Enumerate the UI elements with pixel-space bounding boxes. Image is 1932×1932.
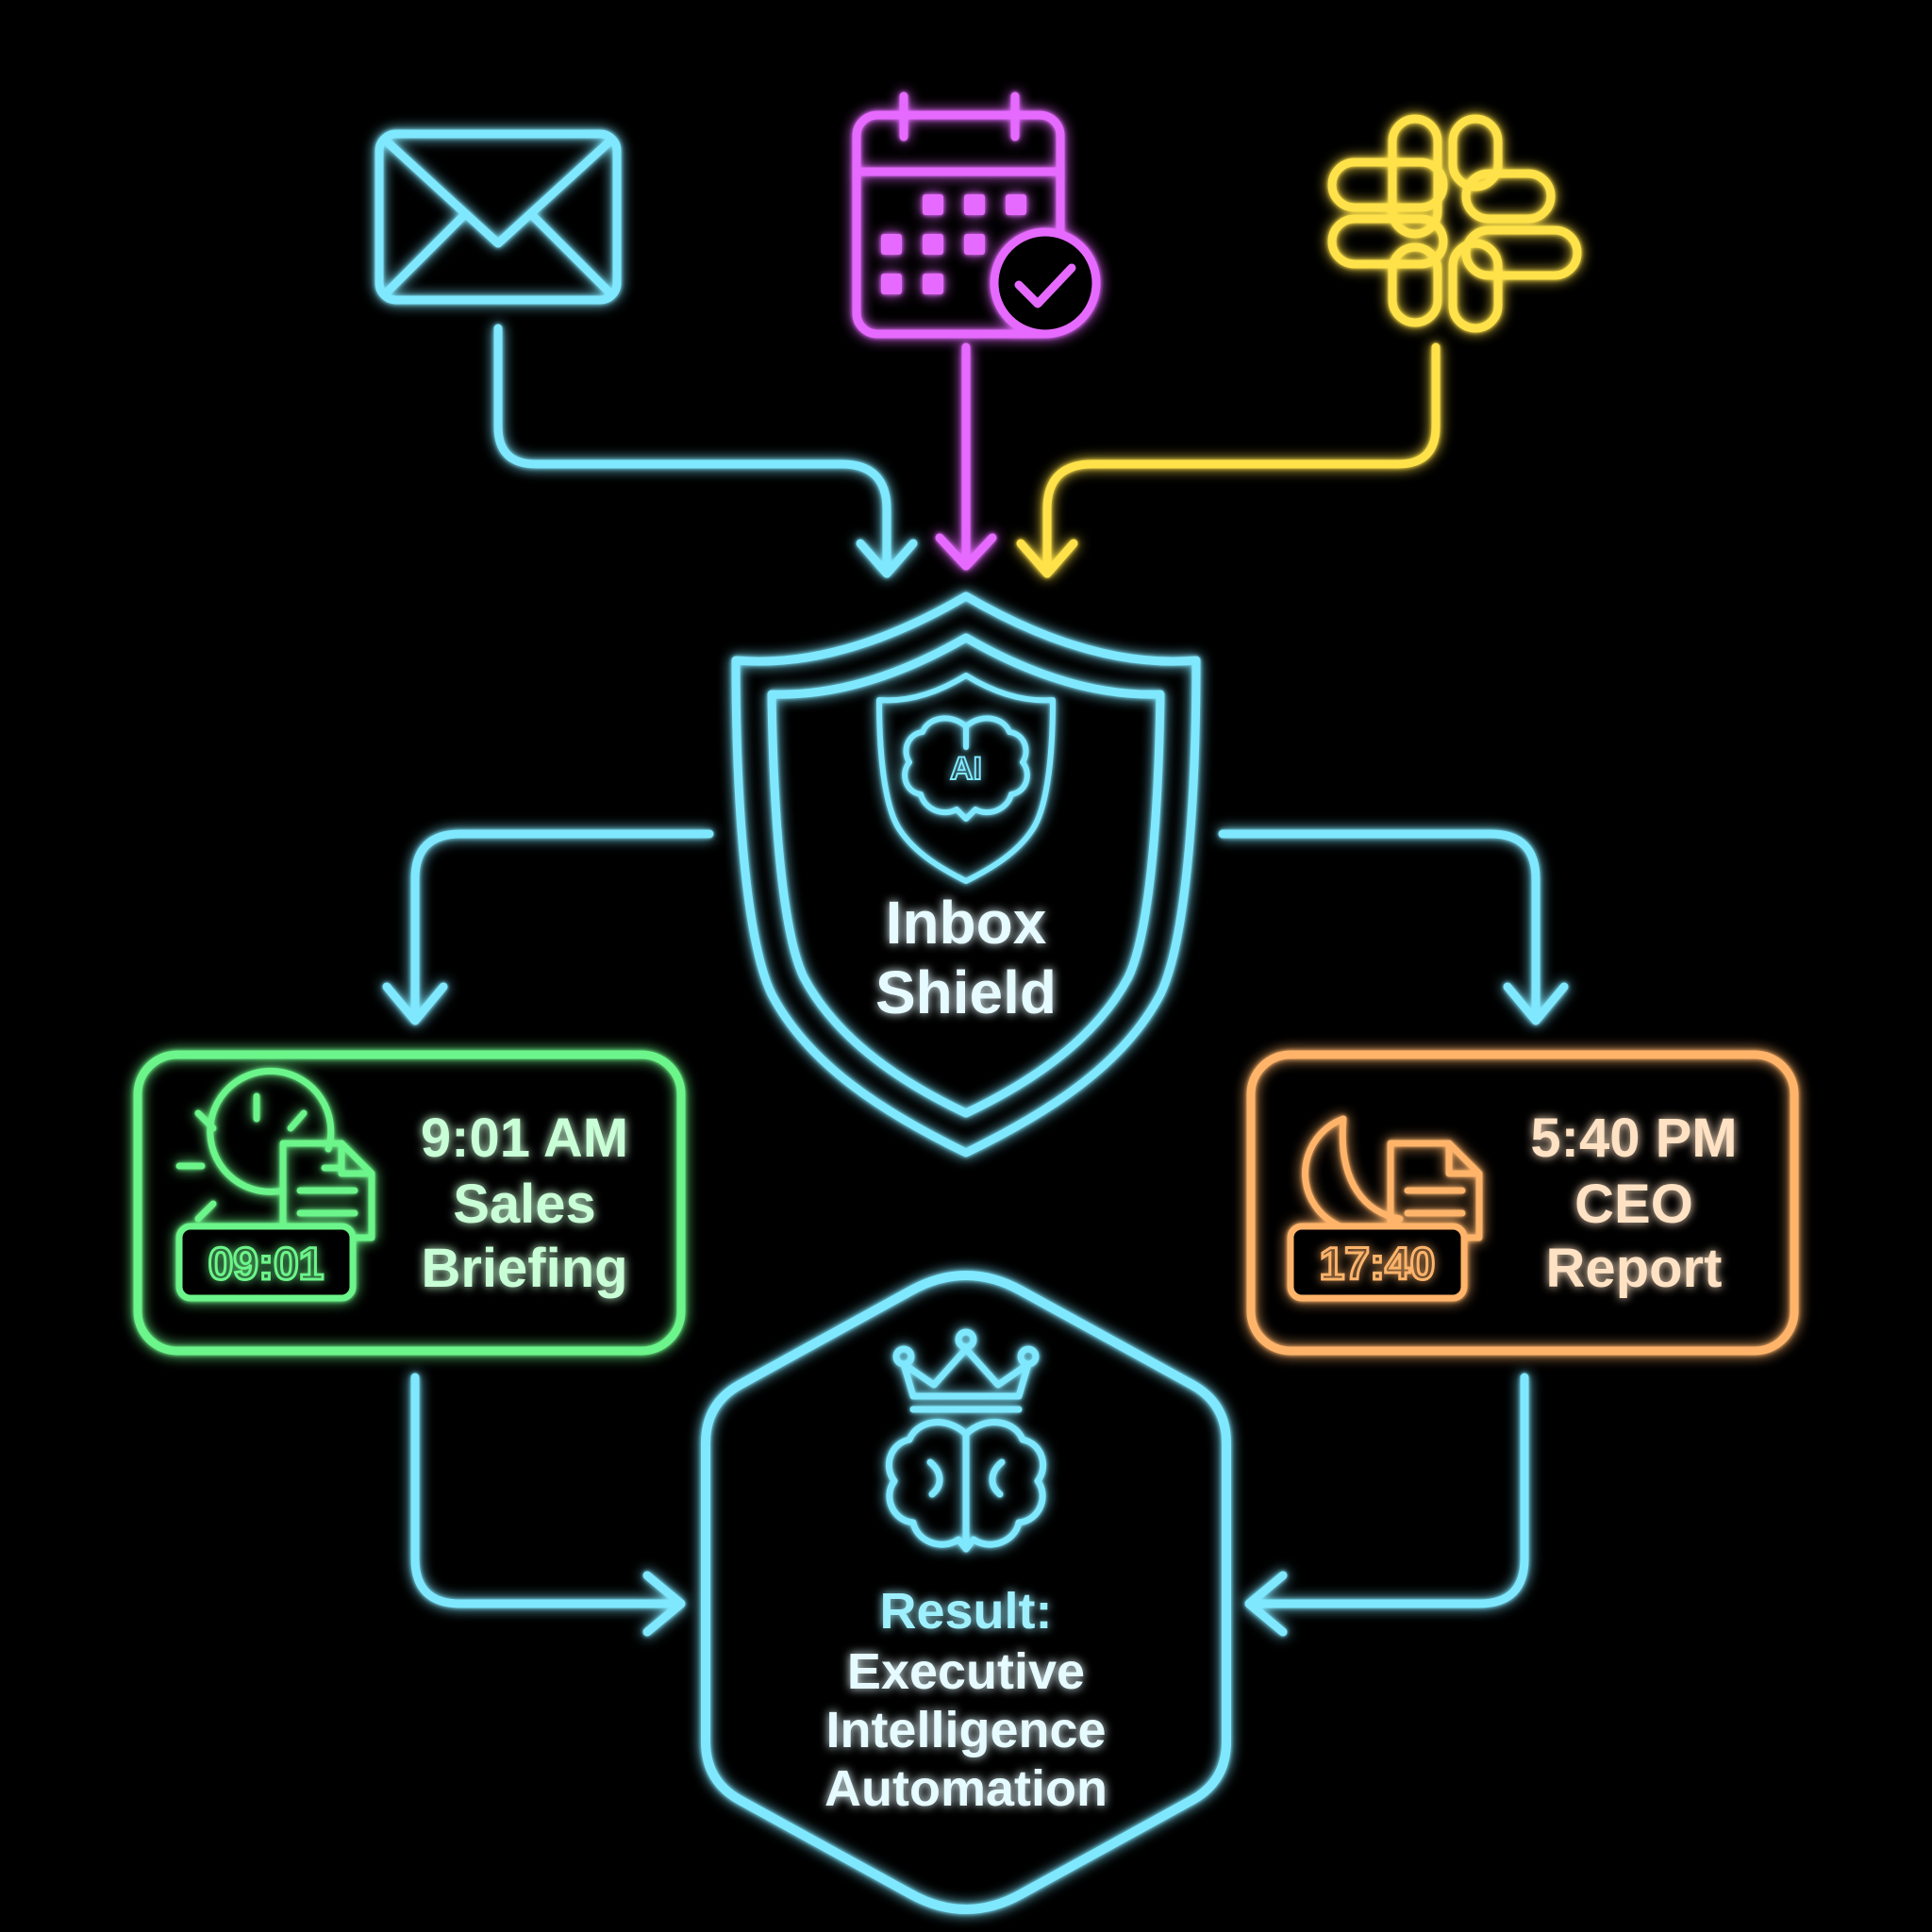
sales-briefing-card: 09:01 9:01 AM Sales Briefing: [133, 1050, 686, 1356]
result-line1: Executive: [847, 1643, 1085, 1700]
result-line3: Automation: [824, 1760, 1108, 1817]
connector-slack-to-shield: [1016, 342, 1441, 578]
ceo-report-card: 17:40 5:40 PM CEO Report: [1246, 1050, 1799, 1356]
shield-title-line2: Shield: [875, 958, 1057, 1026]
ceo-report-line2: CEO: [1574, 1174, 1693, 1235]
connector-left-card-to-result: [410, 1373, 686, 1637]
sales-briefing-clock-display: 09:01: [208, 1240, 325, 1290]
result-hexagon-node: [701, 1271, 1231, 1914]
sales-briefing-card-frame: [133, 1050, 686, 1356]
shield-ai-badge: AI: [950, 751, 982, 787]
inbox-shield-node: [731, 591, 1201, 1158]
sales-briefing-line3: Briefing: [421, 1238, 627, 1299]
result-line2: Intelligence: [825, 1702, 1106, 1758]
sales-briefing-line2: Sales: [453, 1174, 596, 1235]
ceo-report-line3: Report: [1546, 1238, 1723, 1299]
connector-email-to-shield: [493, 324, 918, 578]
connector-shield-to-left-card: [382, 829, 714, 1025]
sales-briefing-time: 9:01 AM: [421, 1108, 628, 1169]
shield-title-line1: Inbox: [886, 889, 1047, 957]
result-label: Result:: [879, 1583, 1052, 1640]
ceo-report-card-frame: [1246, 1050, 1799, 1356]
connector-shield-to-right-card: [1218, 829, 1569, 1025]
ceo-report-clock-display: 17:40: [1320, 1240, 1436, 1290]
ai-brain-shield-icon: [876, 673, 1056, 884]
connector-right-card-to-result: [1244, 1373, 1529, 1637]
sun-document-icon: [175, 1067, 375, 1302]
calendar-check-icon: [852, 92, 1101, 339]
slack-icon: [1327, 114, 1582, 333]
moon-document-icon: [1287, 1115, 1483, 1302]
envelope-icon: [375, 129, 622, 305]
connector-calendar-to-shield: [935, 342, 997, 571]
crown-brain-icon: [885, 1328, 1047, 1553]
ceo-report-time: 5:40 PM: [1530, 1108, 1737, 1169]
